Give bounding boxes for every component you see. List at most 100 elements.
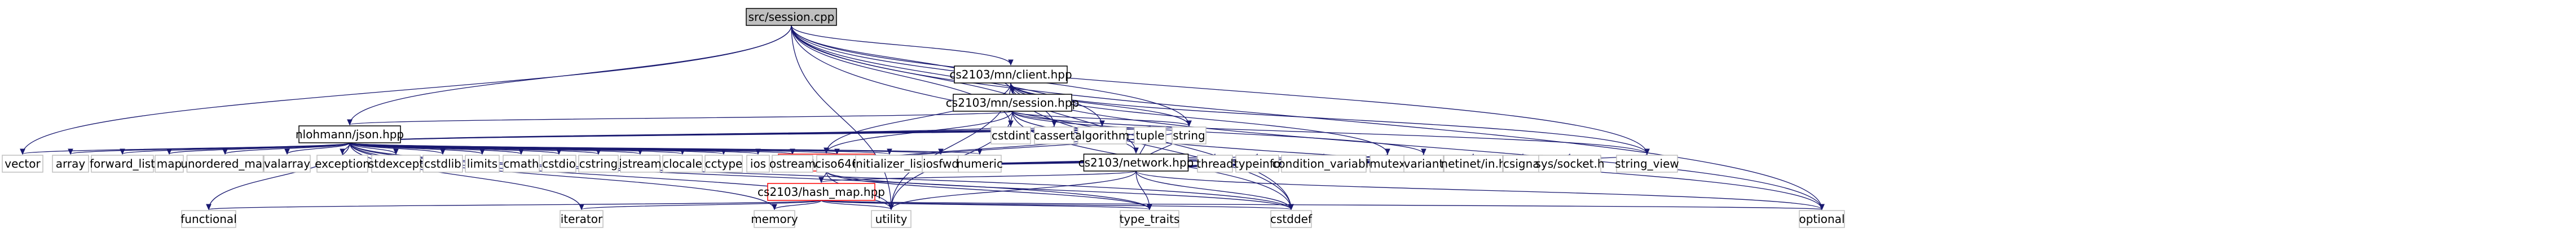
- edge-client-to-string: [1010, 82, 1189, 126]
- node-box-csignal: [1503, 155, 1543, 173]
- edge-json-to-memory: [349, 142, 774, 209]
- node-session[interactable]: cs2103/mn/session.hpp: [946, 94, 1079, 112]
- node-label-valarray: valarray: [264, 157, 310, 170]
- node-box-clocale: [662, 155, 703, 173]
- edge-hashmap-to-cstddef: [821, 200, 1291, 209]
- node-box-ios: [746, 155, 770, 173]
- node-box-network[interactable]: [1083, 154, 1189, 172]
- node-label-tuple: tuple: [1135, 129, 1164, 142]
- node-numeric: numeric: [957, 155, 1003, 173]
- node-box-numeric: [958, 155, 1002, 173]
- node-label-functional: functional: [180, 212, 237, 226]
- node-box-string_view: [1616, 155, 1678, 173]
- node-tuple: tuple: [1134, 126, 1166, 145]
- node-vector: vector: [2, 155, 43, 173]
- node-label-socket: sys/socket.h: [1535, 157, 1604, 170]
- node-stdexcept: stdexcept: [368, 155, 424, 173]
- edge-mrgc-to-type_traits: [826, 170, 1150, 209]
- node-label-mutex: mutex: [1370, 157, 1406, 170]
- node-label-cctype: cctype: [705, 157, 743, 170]
- node-box-map: [155, 155, 184, 173]
- node-typeinfo: typeinfo: [1234, 155, 1280, 173]
- node-box-condition_variable: [1281, 155, 1367, 173]
- node-label-ostream: ostream: [769, 157, 816, 170]
- node-label-ios: ios: [750, 157, 766, 170]
- node-label-netinet: netinet/in.h: [1441, 157, 1505, 170]
- node-memory: memory: [751, 210, 798, 228]
- node-type_traits: type_traits: [1120, 210, 1179, 228]
- node-label-network: cs2103/network.hpp: [1078, 156, 1194, 169]
- node-label-json: nlohmann/json.hpp: [296, 128, 404, 141]
- node-network[interactable]: cs2103/network.hpp: [1078, 154, 1194, 172]
- node-box-memory: [754, 210, 795, 228]
- node-map: map: [155, 155, 184, 173]
- edge-json-to-map: [169, 142, 350, 154]
- node-box-mutex: [1370, 155, 1406, 173]
- node-client[interactable]: cs2103/mn/client.hpp: [949, 65, 1072, 84]
- edge-client-to-optional: [1010, 82, 1822, 209]
- node-label-thread: thread: [1196, 157, 1234, 170]
- edge-json-to-array: [71, 142, 350, 154]
- node-box-unordered_map: [186, 155, 264, 173]
- node-box-session[interactable]: [953, 94, 1072, 112]
- node-iterator: iterator: [560, 210, 604, 228]
- edge-session-to-string_view: [1012, 111, 1647, 154]
- edge-hashmap-to-functional: [209, 200, 822, 209]
- edge-session-to-string: [1012, 111, 1189, 126]
- node-forward_list: forward_list: [90, 155, 155, 173]
- node-label-cstddef: cstddef: [1270, 212, 1313, 226]
- node-label-csignal: csignal: [1503, 157, 1543, 170]
- node-label-cassert: cassert: [1034, 129, 1075, 142]
- node-istream: istream: [619, 155, 662, 173]
- node-thread: thread: [1196, 155, 1234, 173]
- edge-session-to-variant: [1012, 111, 1424, 154]
- node-label-clocale: clocale: [663, 157, 702, 170]
- node-box-typeinfo: [1235, 155, 1279, 173]
- edge-json-to-vector: [23, 142, 350, 154]
- node-box-iterator: [560, 210, 604, 228]
- node-hashmap[interactable]: cs2103/hash_map.hpp: [758, 183, 885, 201]
- edge-root-to-string_view: [791, 25, 1647, 154]
- node-label-numeric: numeric: [957, 157, 1003, 170]
- node-label-cstdio: cstdio: [542, 157, 576, 170]
- node-box-netinet: [1443, 155, 1503, 173]
- node-box-ostream: [772, 155, 813, 173]
- node-cstdio: cstdio: [541, 155, 576, 173]
- node-box-cstring: [578, 155, 619, 173]
- node-label-stdexcept: stdexcept: [368, 157, 424, 170]
- node-label-condition_variable: condition_variable: [1272, 157, 1375, 170]
- node-cmath: cmath: [503, 155, 540, 173]
- node-label-cmath: cmath: [503, 157, 539, 170]
- node-unordered_map: unordered_map: [180, 155, 270, 173]
- node-box-client[interactable]: [954, 65, 1068, 84]
- node-label-memory: memory: [751, 212, 798, 226]
- node-label-forward_list: forward_list: [90, 157, 155, 170]
- node-box-functional: [181, 210, 236, 228]
- node-box-json[interactable]: [298, 125, 401, 143]
- node-json[interactable]: nlohmann/json.hpp: [296, 125, 404, 143]
- node-ciso646: ciso646: [815, 155, 859, 173]
- node-cstring: cstring: [578, 155, 619, 173]
- edge-hashmap-to-optional: [821, 200, 1822, 209]
- node-exception: exception: [315, 155, 370, 173]
- node-cstddef: cstddef: [1270, 210, 1313, 228]
- node-mutex: mutex: [1370, 155, 1406, 173]
- node-box-cstdlib: [422, 155, 463, 173]
- edge-mrgc-to-hashmap: [821, 170, 827, 182]
- node-label-iterator: iterator: [561, 212, 603, 226]
- edge-network-to-optional: [1135, 170, 1822, 209]
- node-box-cstdio: [541, 155, 576, 173]
- node-label-root: src/session.cpp: [748, 10, 835, 24]
- node-box-hashmap[interactable]: [767, 183, 875, 201]
- nodes-layer: src/session.cpp cs2103/mn/client.hpp cs210…: [2, 8, 1845, 228]
- edge-json-to-valarray: [287, 142, 350, 154]
- node-label-variant: variant: [1404, 157, 1444, 170]
- edges-layer: [23, 25, 1822, 209]
- node-box-ciso646: [816, 155, 858, 173]
- edge-root-to-algorithm: [791, 25, 1102, 126]
- edge-root-to-client: [791, 25, 1011, 65]
- node-box-valarray: [263, 155, 311, 173]
- node-box-stdexcept: [371, 155, 421, 173]
- edge-mrgc-to-cstddef: [826, 170, 1291, 209]
- node-box-limits: [465, 155, 500, 173]
